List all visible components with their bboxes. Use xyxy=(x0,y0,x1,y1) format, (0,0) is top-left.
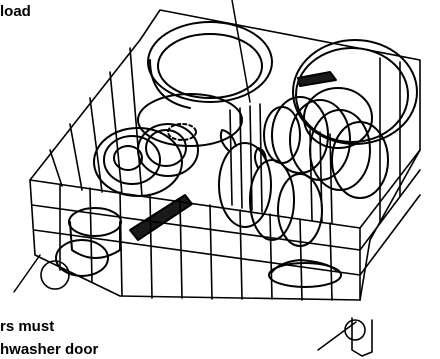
label-hwasher-door: hwasher door xyxy=(0,342,98,357)
plates-right xyxy=(264,97,388,198)
leader-line-top xyxy=(232,0,250,102)
lid xyxy=(138,94,242,146)
rack-wires xyxy=(30,10,420,356)
label-rs-must: rs must xyxy=(0,319,54,334)
leader-line-bottom xyxy=(318,322,356,350)
leader-line-left xyxy=(14,255,40,292)
label-load: load xyxy=(0,4,31,19)
